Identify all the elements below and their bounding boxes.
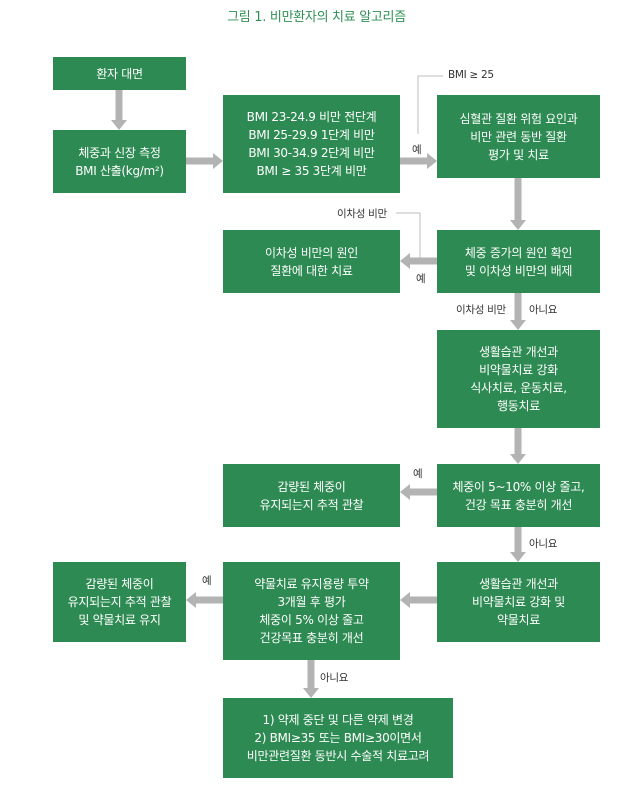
box-final: 1) 약제 중단 및 다른 약제 변경 2) BMI≥35 또는 BMI≥30이면… bbox=[223, 698, 453, 778]
box-text: 체중이 5~10% 이상 줄고, 건강 목표 충분히 개선 bbox=[452, 478, 584, 514]
box-patient: 환자 대면 bbox=[53, 57, 186, 90]
arrow-drug-eval-to-final bbox=[303, 660, 319, 698]
box-text-line: 체중이 5% 이상 줄고 bbox=[259, 613, 364, 627]
label-no-2: 아니요 bbox=[529, 538, 558, 550]
guide-secondary-obesity bbox=[396, 212, 421, 258]
box-text-line: 비약물치료 강화 bbox=[479, 363, 558, 377]
box-text-line: 건강목표 충분히 개선 bbox=[259, 631, 364, 645]
label-bmi-25: BMI ≥ 25 bbox=[448, 69, 494, 81]
box-text-line: 유지되는지 추적 관찰 bbox=[67, 595, 172, 609]
box-measure: 체중과 신장 측정 BMI 산출(kg/m²) bbox=[53, 130, 186, 193]
box-text-line: 질환에 대한 치료 bbox=[270, 263, 353, 278]
arrow-patient-to-measure bbox=[111, 90, 127, 130]
box-text-line: 건강 목표 충분히 개선 bbox=[464, 497, 573, 512]
box-text-line: 평가 및 치료 bbox=[488, 147, 549, 162]
arrow-measure-to-bmi bbox=[186, 153, 223, 169]
box-text-line: 비약물치료 강화 및 bbox=[472, 595, 565, 609]
label-secondary-obesity-2: 이차성 비만 bbox=[456, 304, 506, 316]
box-text-line: 체중 증가의 원인 확인 bbox=[464, 245, 573, 260]
label-no-3: 아니요 bbox=[320, 672, 349, 684]
box-text-line: 심혈관 질환 위험 요인과 bbox=[459, 111, 578, 126]
box-text-line: 감량된 체중이 bbox=[85, 577, 154, 591]
arrow-cause-to-secondary bbox=[400, 253, 437, 269]
box-text-line: 및 약물치료 유지 bbox=[78, 613, 161, 627]
box-text: 체중과 신장 측정 BMI 산출(kg/m²) bbox=[75, 144, 164, 180]
box-text-line: BMI 23-24.9 비만 전단계 bbox=[246, 110, 377, 124]
box-text-line: BMI 산출(kg/m²) bbox=[75, 163, 164, 178]
label-yes-1: 예 bbox=[412, 144, 422, 156]
box-text-line: 행동치료 bbox=[497, 399, 540, 413]
figure-title: 그림 1. 비만환자의 치료 알고리즘 bbox=[227, 10, 406, 25]
box-text-line: 유지되는지 추적 관찰 bbox=[259, 497, 364, 512]
box-text-line: 2) BMI≥35 또는 BMI≥30이면서 bbox=[254, 731, 422, 745]
box-text-line: 감량된 체중이 bbox=[277, 479, 346, 494]
box-text: 1) 약제 중단 및 다른 약제 변경 2) BMI≥35 또는 BMI≥30이면… bbox=[246, 711, 430, 765]
box-text-line: 1) 약제 중단 및 다른 약제 변경 bbox=[262, 713, 414, 727]
label-no-1: 아니요 bbox=[529, 304, 558, 316]
box-text-line: 이차성 비만의 원인 bbox=[265, 245, 358, 260]
box-text-line: 약물치료 유지용량 투약 bbox=[254, 577, 369, 591]
box-text-line: 생활습관 개선과 bbox=[479, 577, 558, 591]
label-yes-4: 예 bbox=[202, 575, 212, 587]
box-text-line: 약물치료 bbox=[497, 613, 540, 627]
box-text-line: 비만관련질환 동반시 수술적 치료고려 bbox=[246, 749, 430, 763]
box-text-line: 환자 대면 bbox=[96, 66, 143, 81]
label-secondary-obesity-1: 이차성 비만 bbox=[337, 208, 387, 220]
box-text-line: 비만 관련 동반 질환 bbox=[470, 129, 567, 144]
arrow-check-to-lifestyle-drug bbox=[510, 527, 526, 562]
box-weight-loss-check: 체중이 5~10% 이상 줄고, 건강 목표 충분히 개선 bbox=[437, 464, 600, 527]
label-yes-2: 예 bbox=[416, 273, 426, 285]
arrow-lifestyle-drug-to-drug-eval bbox=[400, 592, 437, 608]
box-text-line: 및 이차성 비만의 배제 bbox=[464, 263, 573, 278]
arrow-cause-to-lifestyle bbox=[510, 293, 526, 330]
box-text-line: 생활습관 개선과 bbox=[479, 345, 558, 359]
box-text-line: 식사치료, 운동치료, bbox=[470, 381, 567, 395]
arrow-check-to-followup1 bbox=[400, 484, 437, 500]
arrow-drug-eval-to-followup2 bbox=[186, 592, 223, 608]
box-text-line: 체중과 신장 측정 bbox=[78, 145, 161, 160]
box-text: BMI 23-24.9 비만 전단계 BMI 25-29.9 1단계 비만 BMI … bbox=[247, 108, 377, 180]
box-text-line: BMI 30-34.9 2단계 비만 bbox=[248, 146, 375, 160]
guide-bmi-25 bbox=[417, 75, 443, 134]
box-text-line: BMI 25-29.9 1단계 비만 bbox=[248, 128, 375, 142]
box-text-line: BMI ≥ 35 3단계 비만 bbox=[256, 164, 367, 178]
box-text: 환자 대면 bbox=[96, 65, 143, 83]
arrow-lifestyle-to-check bbox=[510, 428, 526, 464]
arrow-bmi-to-cv bbox=[400, 153, 437, 169]
label-yes-3: 예 bbox=[413, 468, 423, 480]
box-text-line: 체중이 5~10% 이상 줄고, bbox=[452, 479, 585, 494]
box-text-line: 3개월 후 평가 bbox=[277, 595, 346, 609]
arrow-cv-to-cause bbox=[510, 178, 526, 230]
box-bmi-class: BMI 23-24.9 비만 전단계 BMI 25-29.9 1단계 비만 BMI … bbox=[223, 95, 400, 193]
